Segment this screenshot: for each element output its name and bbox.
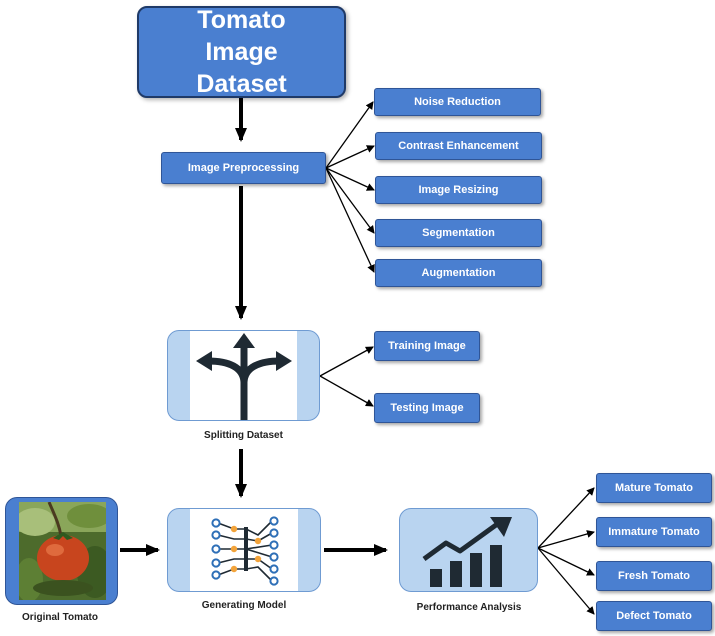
performance-caption: Performance Analysis [416, 602, 522, 613]
original-tomato-panel [5, 497, 118, 605]
step-noise-reduction: Noise Reduction [374, 88, 541, 116]
arrow-to-testing [319, 375, 374, 407]
step-augmentation: Augmentation [375, 259, 542, 287]
arrow-to-augmentation [325, 167, 375, 273]
output-testing-image: Testing Image [374, 393, 480, 423]
arrow-to-mature [537, 487, 595, 549]
output-label: Training Image [388, 340, 466, 352]
class-fresh-tomato: Fresh Tomato [596, 561, 712, 591]
arrow-to-image-resizing [325, 167, 375, 191]
original-tomato-caption: Original Tomato [22, 612, 98, 623]
arrow-to-training [319, 346, 374, 377]
performance-panel [399, 508, 538, 592]
dataset-title-box: Tomato Image Dataset [137, 6, 346, 98]
arrow-to-fresh [537, 547, 595, 576]
step-label: Segmentation [422, 227, 495, 239]
arrow-to-segmentation [325, 167, 375, 234]
tomato-photo [19, 502, 106, 600]
step-label: Augmentation [421, 267, 496, 279]
class-immature-tomato: Immature Tomato [596, 517, 712, 547]
class-label: Immature Tomato [608, 526, 700, 538]
step-segmentation: Segmentation [375, 219, 542, 247]
generating-model-caption: Generating Model [201, 600, 287, 611]
splitting-panel [167, 330, 320, 421]
step-label: Contrast Enhancement [398, 140, 519, 152]
arrow-to-contrast-enhancement [325, 145, 375, 169]
dataset-title: Tomato Image Dataset [196, 6, 287, 98]
class-label: Mature Tomato [614, 482, 694, 494]
step-image-resizing: Image Resizing [375, 176, 542, 204]
class-label: Fresh Tomato [618, 570, 690, 582]
class-label: Defect Tomato [616, 610, 692, 622]
class-defect-tomato: Defect Tomato [596, 601, 712, 631]
step-label: Image Resizing [418, 184, 499, 196]
split-arrows-icon [196, 333, 292, 420]
output-training-image: Training Image [374, 331, 480, 361]
preprocessing-label: Image Preprocessing [187, 162, 300, 174]
class-mature-tomato: Mature Tomato [596, 473, 712, 503]
neural-network-icon [211, 516, 279, 586]
arrow-to-immature [537, 530, 595, 549]
generating-model-panel [167, 508, 321, 592]
preprocessing-box: Image Preprocessing [161, 152, 326, 184]
output-label: Testing Image [390, 402, 464, 414]
step-contrast-enhancement: Contrast Enhancement [375, 132, 542, 160]
splitting-caption: Splitting Dataset [204, 430, 283, 441]
arrow-to-defect [537, 547, 595, 615]
arrow-to-noise-reduction [325, 101, 374, 169]
growth-chart-icon [422, 517, 512, 587]
step-label: Noise Reduction [414, 96, 501, 108]
